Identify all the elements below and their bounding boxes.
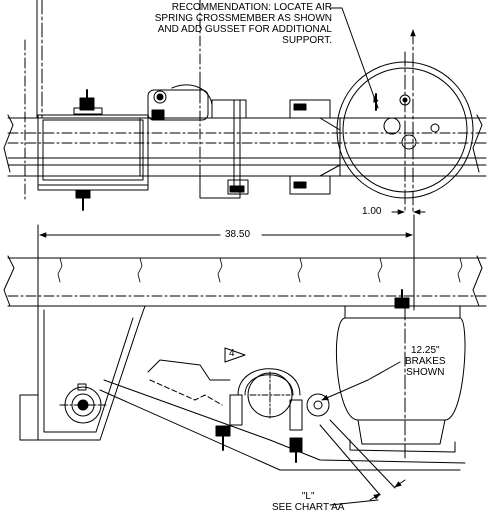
spring-beam-top bbox=[139, 99, 341, 199]
side-view bbox=[3, 214, 487, 506]
brakes-word: BRAKES bbox=[405, 356, 446, 367]
l-dimension-label: "L" bbox=[301, 491, 315, 502]
recommendation-line-3: AND ADD GUSSET FOR ADDITIONAL bbox=[157, 24, 332, 35]
dimension-span bbox=[37, 214, 415, 311]
dimension-l bbox=[319, 419, 406, 506]
brakes-shown: SHOWN bbox=[406, 367, 445, 378]
callout-tag-marker bbox=[224, 347, 246, 363]
chart-reference-note: "L" SEE CHART AA bbox=[272, 491, 344, 513]
recommendation-note: RECOMMENDATION: LOCATE AIR SPRING CROSSM… bbox=[155, 2, 332, 46]
callout-tag-label: 4 bbox=[229, 348, 235, 359]
see-chart-label: SEE CHART AA bbox=[272, 502, 345, 513]
recommendation-line-2: SPRING CROSSMEMBER AS SHOWN bbox=[154, 13, 332, 24]
dimension-span-label: 38.50 bbox=[223, 229, 253, 240]
axle-seat bbox=[215, 368, 330, 463]
axle-clamp-top bbox=[147, 74, 247, 181]
hanger-bracket-top bbox=[37, 89, 149, 211]
brakes-leader bbox=[321, 361, 401, 401]
top-view bbox=[3, 0, 487, 215]
brakes-size: 12.25" bbox=[411, 345, 440, 356]
hanger-bracket-side bbox=[19, 305, 146, 441]
frame-rail-top bbox=[3, 114, 487, 177]
recommendation-line-1: RECOMMENDATION: LOCATE AIR bbox=[171, 2, 332, 13]
air-spring-top bbox=[336, 29, 474, 213]
brakes-note: 12.25" BRAKES SHOWN bbox=[405, 345, 446, 378]
air-spring-bellows bbox=[336, 289, 466, 461]
recommendation-leader bbox=[329, 7, 379, 109]
recommendation-line-4: SUPPORT. bbox=[282, 35, 332, 46]
dimension-offset-label: 1.00 bbox=[360, 206, 384, 217]
